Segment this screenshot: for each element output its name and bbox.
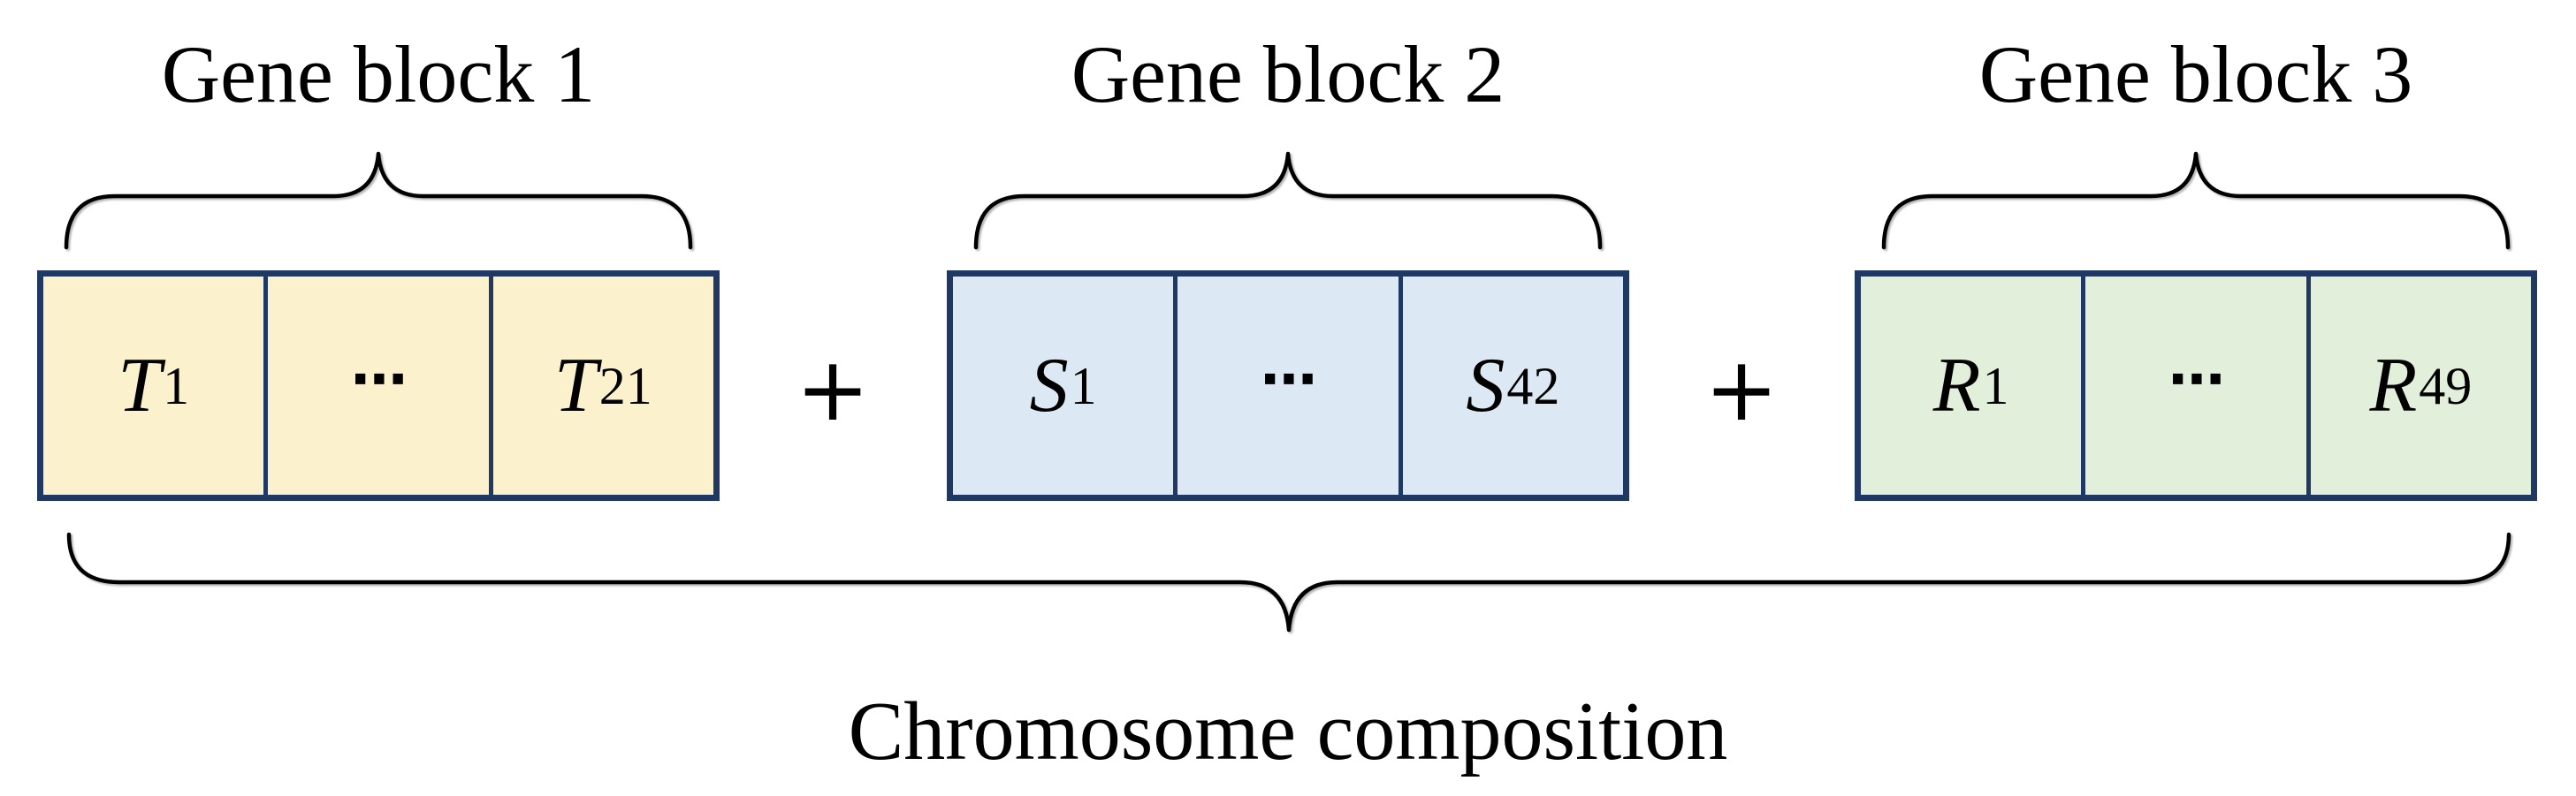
- gene-symbol: R: [1932, 343, 1981, 428]
- chromosome-composition-label: Chromosome composition: [848, 686, 1728, 777]
- gene-cell-ellipsis: ⋯: [1173, 277, 1398, 495]
- gene-symbol: S: [1029, 343, 1069, 428]
- ellipsis-icon: ⋯: [1260, 346, 1317, 413]
- gene-symbol: T: [118, 343, 162, 428]
- gene-block-1-label: Gene block 1: [161, 29, 596, 119]
- plus-operator-2: +: [1704, 337, 1779, 441]
- gene-block-2-label: Gene block 2: [1071, 29, 1505, 119]
- ellipsis-icon: ⋯: [350, 346, 408, 413]
- gene-block-2-brace-icon: [973, 151, 1603, 250]
- gene-symbol: R: [2369, 343, 2418, 428]
- gene-symbol: S: [1466, 343, 1505, 428]
- chromosome-brace-icon: [66, 532, 2511, 633]
- ellipsis-icon: ⋯: [2168, 346, 2225, 413]
- gene-symbol: T: [553, 343, 598, 428]
- gene-block-1-brace-icon: [64, 151, 693, 250]
- gene-block-3-brace-icon: [1881, 151, 2511, 250]
- gene-cell-ellipsis: ⋯: [263, 277, 488, 495]
- gene-block-3-label: Gene block 3: [1978, 29, 2413, 119]
- gene-cell-ellipsis: ⋯: [2081, 277, 2305, 495]
- plus-operator-1: +: [796, 337, 870, 441]
